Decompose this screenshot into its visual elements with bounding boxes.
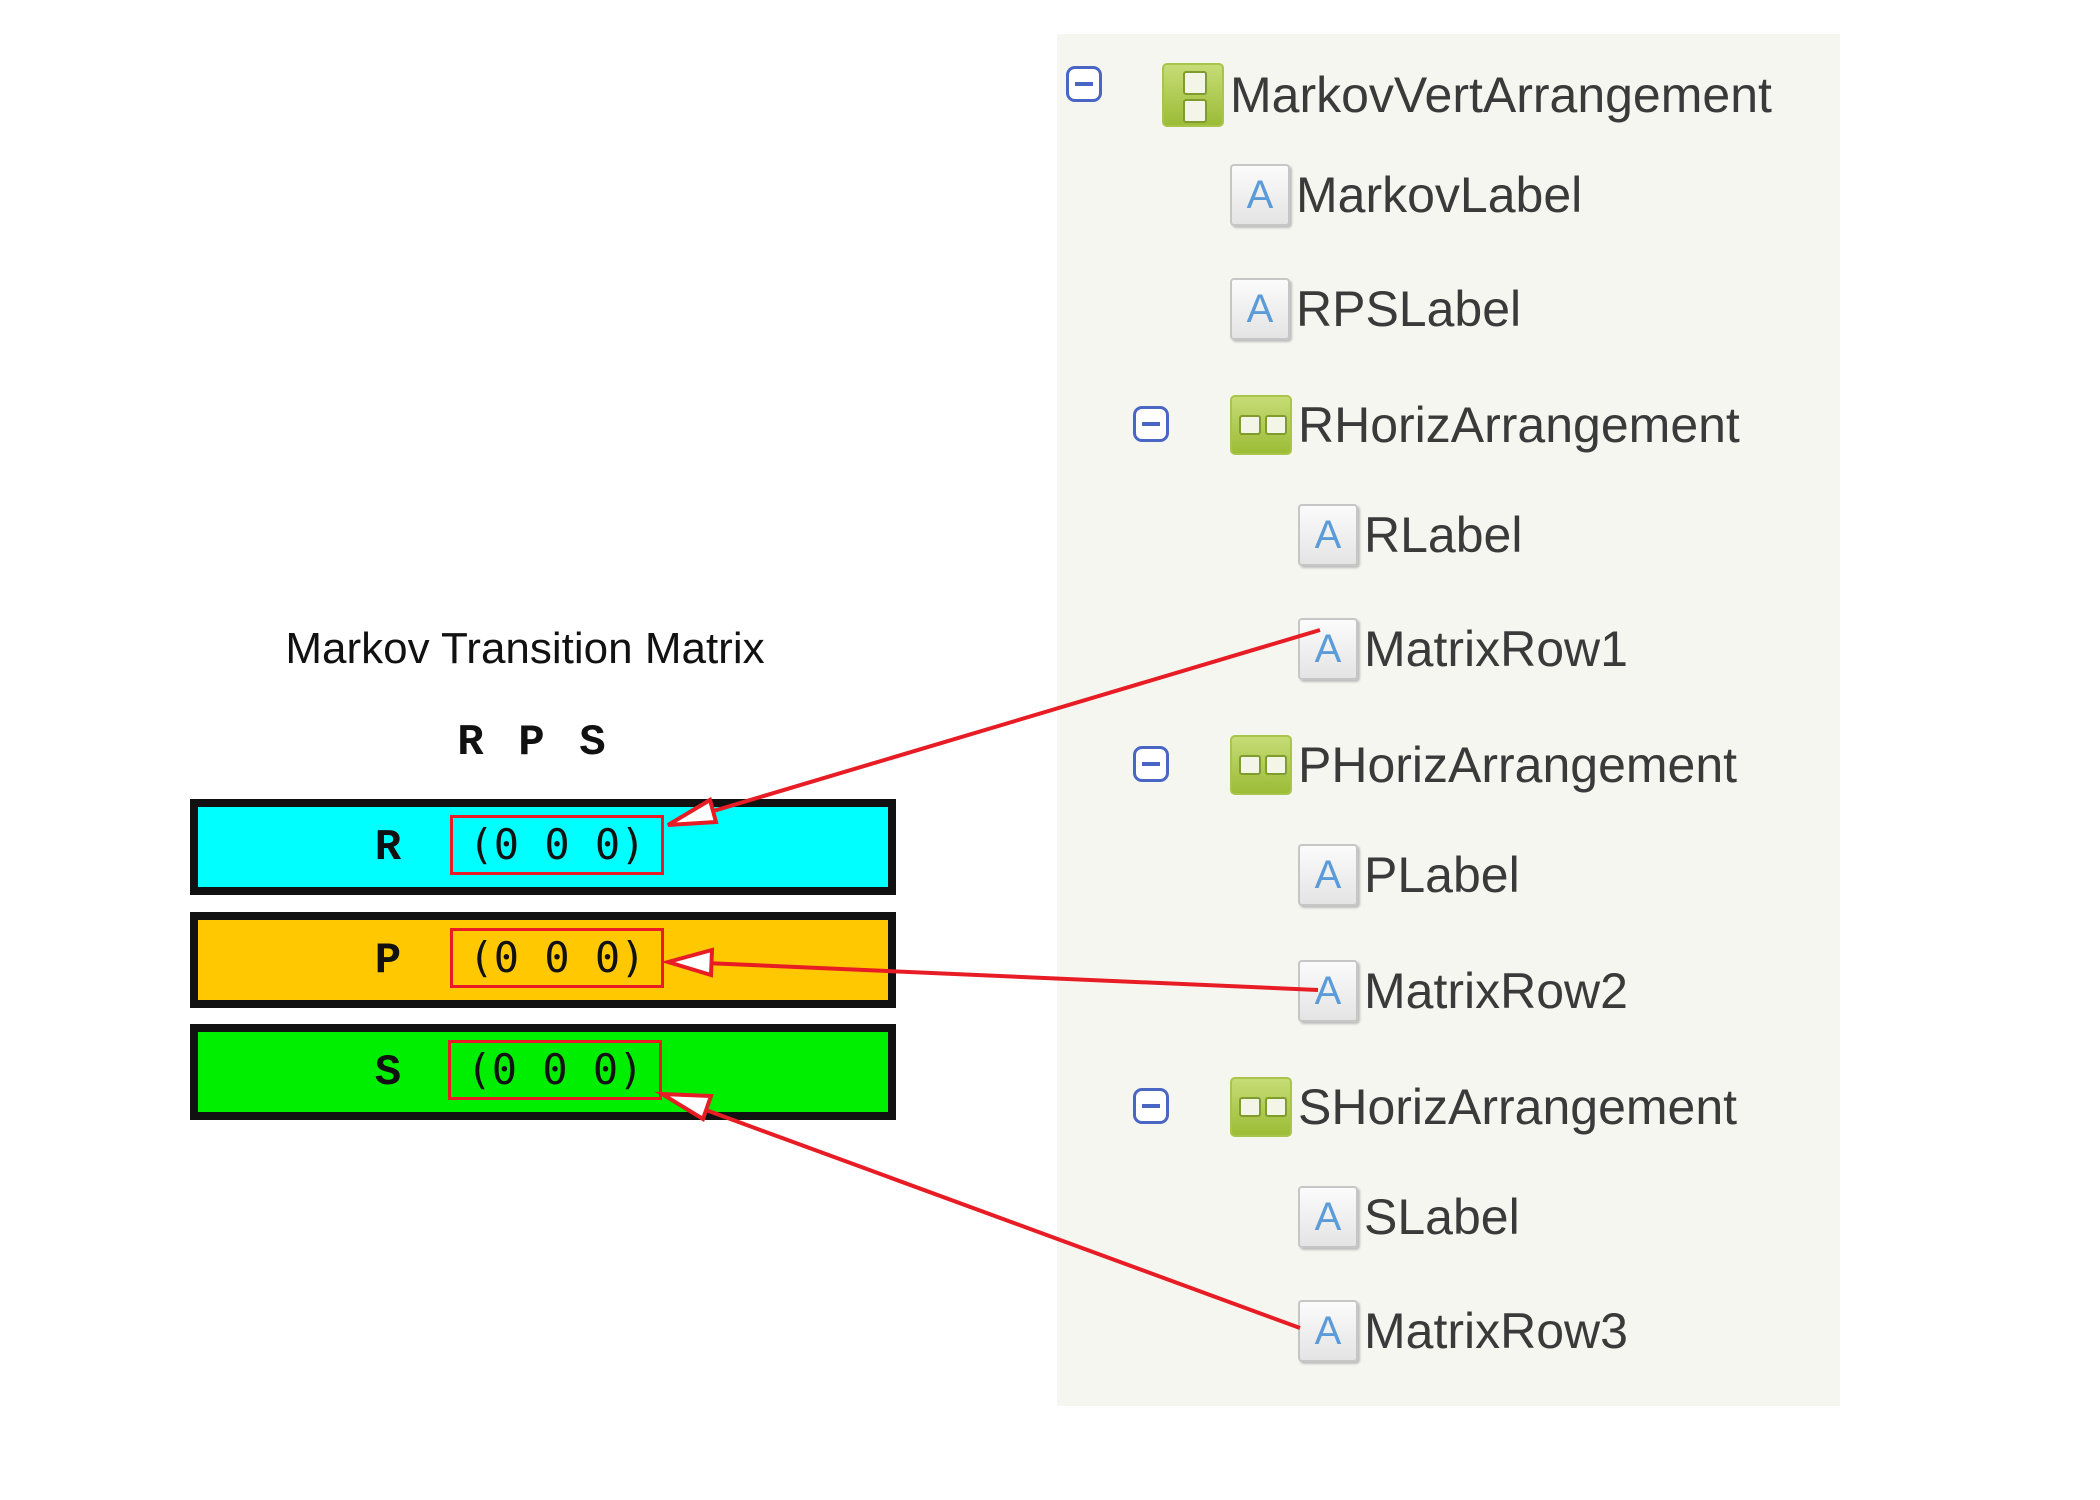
- tree-node-p-label[interactable]: A PLabel: [1298, 840, 1520, 910]
- tree-node-label: PHorizArrangement: [1298, 737, 1738, 793]
- matrix-row-r: R (0 0 0): [190, 799, 896, 895]
- label-icon: A: [1298, 618, 1358, 680]
- row-values: (0 0 0): [448, 1040, 662, 1100]
- tree-node-r-horiz-arrangement[interactable]: RHorizArrangement: [1230, 390, 1740, 460]
- row-values: (0 0 0): [450, 928, 664, 988]
- tree-node-label: MarkovLabel: [1296, 167, 1583, 223]
- column-header-s: S: [579, 718, 606, 768]
- tree-node-matrix-row-1[interactable]: A MatrixRow1: [1298, 614, 1628, 684]
- horizontal-arrangement-icon: [1230, 1077, 1292, 1137]
- component-tree-panel: [1057, 34, 1840, 1406]
- tree-node-markov-label[interactable]: A MarkovLabel: [1230, 160, 1582, 230]
- tree-node-label: RPSLabel: [1296, 281, 1522, 337]
- row-letter: S: [374, 1048, 402, 1098]
- tree-node-label: MarkovVertArrangement: [1230, 67, 1772, 123]
- tree-node-label: MatrixRow3: [1364, 1303, 1628, 1359]
- tree-node-label: MatrixRow1: [1364, 621, 1628, 677]
- label-icon: A: [1298, 960, 1358, 1022]
- horizontal-arrangement-icon: [1230, 395, 1292, 455]
- collapse-toggle[interactable]: [1066, 66, 1102, 102]
- column-header-p: P: [518, 718, 545, 768]
- matrix-row-s: S (0 0 0): [190, 1024, 896, 1120]
- collapse-toggle[interactable]: [1133, 406, 1169, 442]
- tree-node-label: MatrixRow2: [1364, 963, 1628, 1019]
- tree-node-matrix-row-2[interactable]: A MatrixRow2: [1298, 956, 1628, 1026]
- label-icon: A: [1230, 164, 1290, 226]
- arrow-matrix-row-2: [660, 947, 1319, 992]
- tree-node-rps-label[interactable]: A RPSLabel: [1230, 274, 1521, 344]
- tree-node-label: RHorizArrangement: [1298, 397, 1740, 453]
- row-letter: P: [374, 936, 402, 986]
- label-icon: A: [1230, 278, 1290, 340]
- label-icon: A: [1298, 504, 1358, 566]
- arrow-matrix-row-3: [654, 1091, 1301, 1330]
- tree-node-label: SLabel: [1364, 1189, 1520, 1245]
- arrow-matrix-row-1: [666, 628, 1321, 827]
- label-icon: A: [1298, 1300, 1358, 1362]
- row-values: (0 0 0): [450, 815, 664, 875]
- label-icon: A: [1298, 1186, 1358, 1248]
- horizontal-arrangement-icon: [1230, 735, 1292, 795]
- matrix-title: Markov Transition Matrix: [285, 624, 765, 673]
- tree-node-markov-vert-arrangement[interactable]: MarkovVertArrangement: [1162, 60, 1772, 130]
- tree-node-s-label[interactable]: A SLabel: [1298, 1182, 1520, 1252]
- tree-node-p-horiz-arrangement[interactable]: PHorizArrangement: [1230, 730, 1737, 800]
- vertical-arrangement-icon: [1162, 63, 1224, 127]
- tree-node-matrix-row-3[interactable]: A MatrixRow3: [1298, 1296, 1628, 1366]
- column-header-r: R: [457, 718, 484, 768]
- row-letter: R: [374, 823, 402, 873]
- tree-node-label: PLabel: [1364, 847, 1520, 903]
- matrix-row-p: P (0 0 0): [190, 912, 896, 1008]
- tree-node-label: SHorizArrangement: [1298, 1079, 1738, 1135]
- tree-node-s-horiz-arrangement[interactable]: SHorizArrangement: [1230, 1072, 1737, 1142]
- tree-node-r-label[interactable]: A RLabel: [1298, 500, 1522, 570]
- tree-node-label: RLabel: [1364, 507, 1523, 563]
- collapse-toggle[interactable]: [1133, 746, 1169, 782]
- label-icon: A: [1298, 844, 1358, 906]
- collapse-toggle[interactable]: [1133, 1088, 1169, 1124]
